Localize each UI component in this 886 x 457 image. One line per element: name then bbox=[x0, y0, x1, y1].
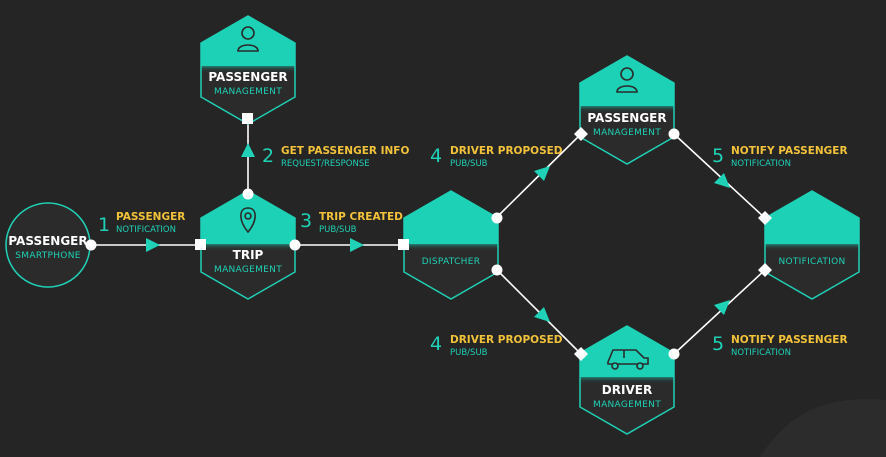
arrow-right-icon bbox=[350, 238, 364, 252]
step-label-2: 2 GET PASSENGER INFO REQUEST/RESPONSE bbox=[262, 145, 409, 169]
node-title: PASSENGER bbox=[8, 234, 87, 248]
step-label-1: 1 PASSENGER NOTIFICATION bbox=[98, 211, 185, 236]
arrow-up-right-icon bbox=[714, 300, 730, 315]
connector-diamond bbox=[574, 127, 588, 141]
node-passenger-management-top[interactable]: PASSENGER MANAGEMENT bbox=[190, 0, 310, 125]
step-label-5-bottom: 5 NOTIFY PASSENGER NOTIFICATION bbox=[712, 333, 848, 358]
node-subtitle: SMARTPHONE bbox=[15, 251, 80, 261]
step-subtitle: NOTIFICATION bbox=[731, 348, 791, 358]
node-title: DRIVER bbox=[602, 383, 652, 397]
step-number: 4 bbox=[430, 145, 442, 167]
step-title: GET PASSENGER INFO bbox=[281, 145, 409, 157]
arrow-down-right-icon bbox=[534, 307, 550, 322]
node-subtitle: MANAGEMENT bbox=[593, 400, 661, 410]
connector-dot bbox=[668, 128, 680, 140]
line-passenger-management-to-notification bbox=[673, 133, 766, 219]
node-title: PASSENGER bbox=[208, 70, 287, 84]
node-dispatcher[interactable]: DISPATCHER bbox=[393, 180, 513, 300]
arrow-down-right-icon bbox=[714, 173, 730, 188]
node-passenger-smartphone[interactable]: PASSENGER SMARTPHONE bbox=[5, 202, 91, 288]
background-shape bbox=[760, 399, 886, 457]
connector-square bbox=[398, 239, 409, 250]
step-title: NOTIFY PASSENGER bbox=[731, 334, 848, 346]
node-title: PASSENGER bbox=[587, 111, 666, 125]
step-number: 4 bbox=[430, 333, 442, 355]
node-subtitle: NOTIFICATION bbox=[778, 257, 845, 267]
step-label-3: 3 TRIP CREATED PUB/SUB bbox=[300, 210, 403, 235]
step-number: 5 bbox=[712, 333, 724, 355]
step-label-4-bottom: 4 DRIVER PROPOSED PUB/SUB bbox=[430, 333, 563, 358]
connector-dot bbox=[85, 239, 97, 251]
step-subtitle: PUB/SUB bbox=[450, 159, 488, 169]
connector-diamond bbox=[758, 263, 772, 277]
connector-dot bbox=[289, 239, 301, 251]
line-driver-management-to-notification bbox=[673, 269, 766, 355]
node-driver-management[interactable]: DRIVER MANAGEMENT bbox=[569, 315, 689, 435]
arrow-up-icon bbox=[241, 143, 255, 157]
connector-dot bbox=[491, 212, 503, 224]
arrow-right-icon bbox=[146, 238, 160, 252]
connector-dot bbox=[491, 264, 503, 276]
step-number: 2 bbox=[262, 145, 274, 167]
connector-diamond bbox=[574, 347, 588, 361]
arrow-up-right-icon bbox=[534, 166, 550, 181]
step-label-4-top: 4 DRIVER PROPOSED PUB/SUB bbox=[430, 145, 563, 169]
step-number: 3 bbox=[300, 210, 312, 232]
step-subtitle: REQUEST/RESPONSE bbox=[281, 159, 370, 169]
step-title: NOTIFY PASSENGER bbox=[731, 145, 848, 157]
step-title: TRIP CREATED bbox=[319, 211, 403, 223]
step-subtitle: NOTIFICATION bbox=[731, 159, 791, 169]
step-subtitle: PUB/SUB bbox=[319, 225, 357, 235]
node-subtitle: MANAGEMENT bbox=[214, 87, 282, 97]
node-title: TRIP bbox=[233, 248, 264, 262]
step-number: 1 bbox=[98, 214, 110, 236]
connector-square bbox=[195, 239, 206, 250]
connector-dot bbox=[668, 348, 680, 360]
node-subtitle: MANAGEMENT bbox=[593, 128, 661, 138]
step-subtitle: NOTIFICATION bbox=[116, 225, 176, 235]
step-label-5-top: 5 NOTIFY PASSENGER NOTIFICATION bbox=[712, 145, 848, 169]
connector-diamond bbox=[758, 211, 772, 225]
step-title: DRIVER PROPOSED bbox=[450, 145, 563, 157]
step-title: DRIVER PROPOSED bbox=[450, 334, 563, 346]
node-notification[interactable]: NOTIFICATION bbox=[754, 180, 874, 300]
connector-square bbox=[242, 113, 253, 124]
step-title: PASSENGER bbox=[116, 211, 185, 223]
step-number: 5 bbox=[712, 145, 724, 167]
node-subtitle: DISPATCHER bbox=[422, 257, 481, 267]
connector-dot bbox=[242, 188, 254, 200]
person-icon bbox=[237, 26, 259, 52]
car-icon bbox=[607, 349, 649, 370]
node-passenger-management-right[interactable]: PASSENGER MANAGEMENT bbox=[569, 40, 689, 165]
node-subtitle: MANAGEMENT bbox=[214, 265, 282, 275]
person-icon bbox=[616, 67, 638, 93]
step-subtitle: PUB/SUB bbox=[450, 348, 488, 358]
location-pin-icon bbox=[240, 207, 256, 234]
